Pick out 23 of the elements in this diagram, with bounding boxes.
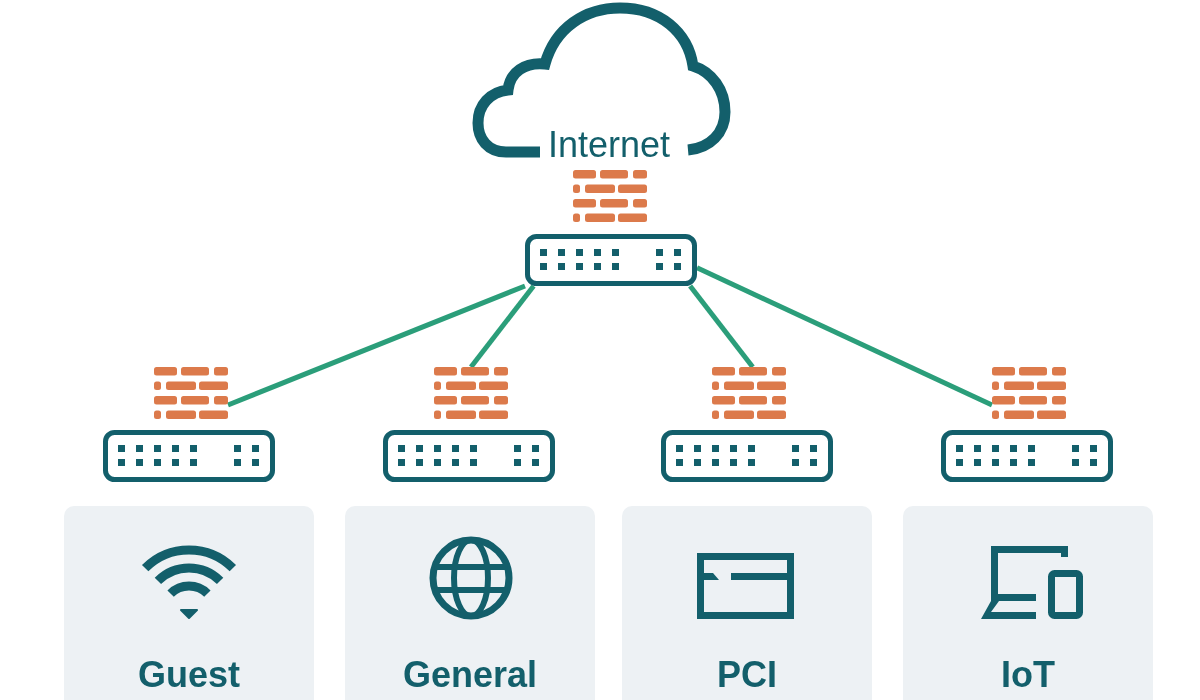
segment-name: PCI	[717, 657, 777, 693]
cloud-label: Internet	[547, 127, 671, 163]
segment-name: Guest	[138, 657, 240, 693]
network-switch	[383, 430, 555, 482]
connector-line	[469, 284, 536, 369]
network-switch	[661, 430, 833, 482]
segment-panel	[903, 506, 1153, 700]
brick-wall	[154, 367, 228, 419]
segment-panel	[64, 506, 314, 700]
connector-line	[688, 284, 755, 369]
network-switch	[525, 234, 697, 286]
segment-panel	[622, 506, 872, 700]
brick-wall	[434, 367, 508, 419]
connector-line	[695, 265, 994, 408]
segment-name: IoT	[1001, 657, 1055, 693]
brick-wall	[712, 367, 786, 419]
segment-name: General	[402, 657, 538, 693]
segment-panel	[345, 506, 595, 700]
connector-line	[227, 283, 526, 408]
brick-wall	[992, 367, 1066, 419]
network-switch	[103, 430, 275, 482]
network-switch	[941, 430, 1113, 482]
brick-wall	[573, 170, 647, 222]
